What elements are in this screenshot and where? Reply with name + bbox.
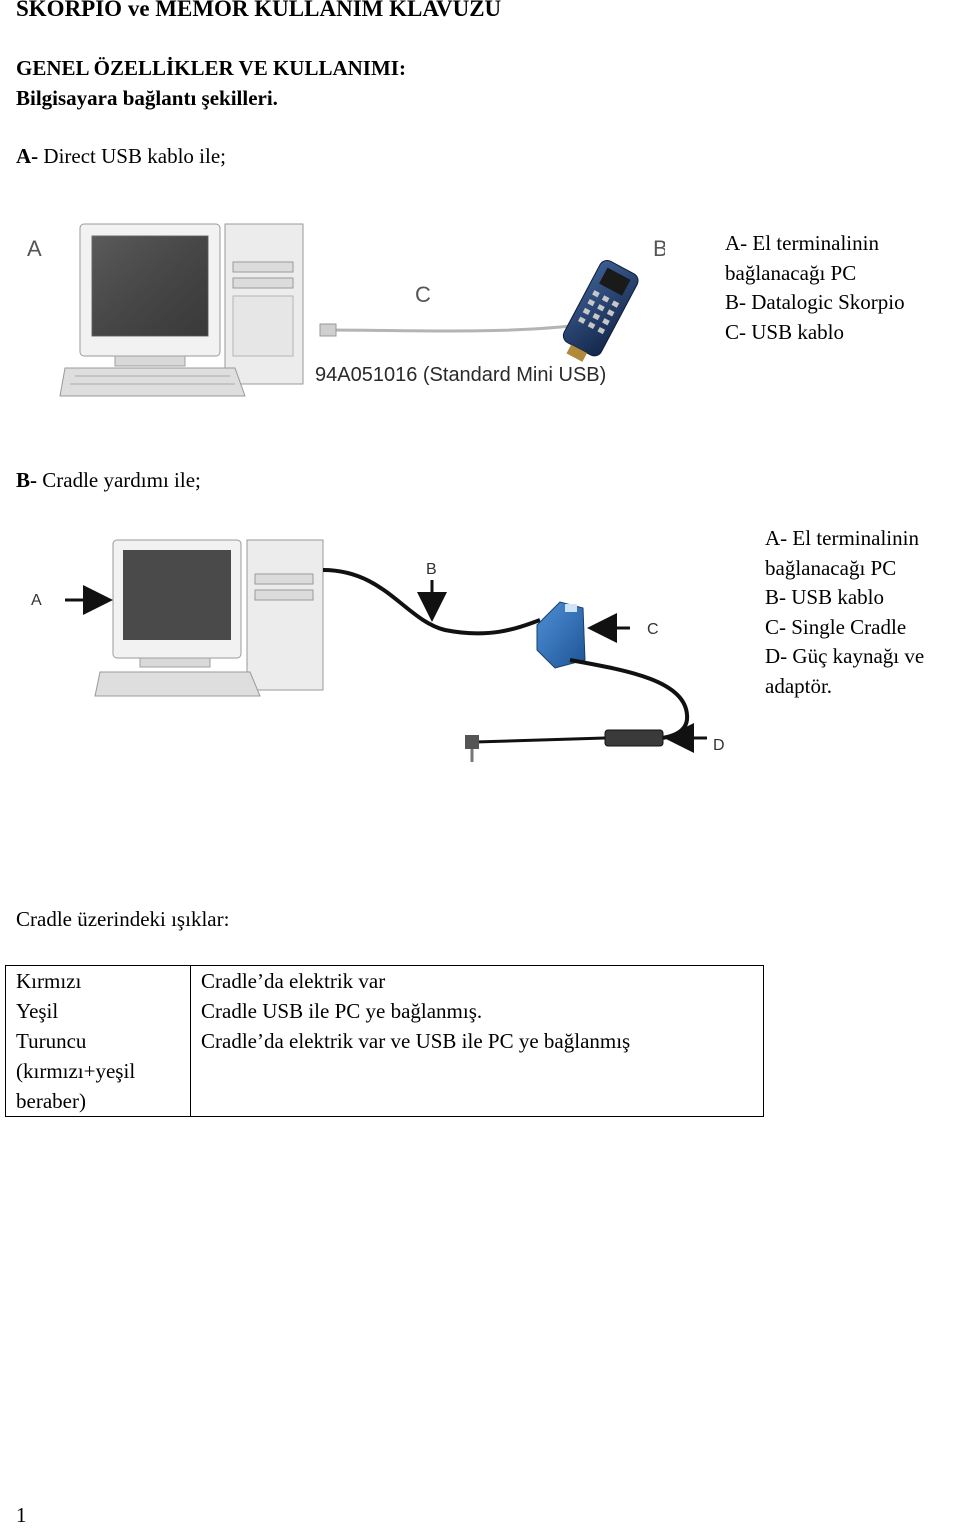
pc-keyboard [59,367,246,397]
table-row: Yeşil Cradle USB ile PC ye bağlanmış. [5,996,764,1026]
legend-b-line: bağlanacağı PC [765,555,897,580]
legend-b-line: D- Güç kaynağı ve [765,644,925,668]
cable-caption: 94A051016 (Standard Mini USB) [315,364,606,386]
light-meaning-cell: Cradle’da elektrik var ve USB ile PC ye … [190,1026,764,1117]
figure-a-label-a: A [27,236,42,261]
lights-heading: Cradle üzerindeki ışıklar: [16,907,230,931]
power-plug [465,735,479,762]
figure-b-label-b: B [426,561,437,578]
figure-a-label-c: C [415,282,431,307]
pc-monitor [79,223,221,367]
legend-a-line: bağlanacağı PC [725,260,857,285]
light-color: Kırmızı [16,969,82,993]
light-color-cell: Yeşil [5,996,191,1026]
usb-cable [324,324,571,333]
figure-b-label-c: C [647,621,659,638]
pc-tower [224,223,304,385]
table-row: Kırmızı Cradle’da elektrik var [5,965,764,996]
figure-direct-usb: A B C 94A051016 (Standard Mini USB) [27,223,665,397]
table-row: Turuncu (kırmızı+yeşil beraber) Cradle’d… [5,1026,764,1117]
legend-b-line: adaptör. [765,673,833,698]
page-number: 1 [16,1503,27,1527]
legend-a-line: C- USB kablo [725,319,845,344]
legend-a-line: B- Datalogic Skorpio [725,290,905,314]
connection-a-text: Direct USB kablo ile; [38,144,226,168]
figure-a-label-b: B [653,236,665,261]
pc-tower [246,539,324,691]
legend-b-line: A- El terminalinin [765,526,919,550]
usb-cable [322,568,541,636]
legend-b-line: C- Single Cradle [765,614,907,639]
connection-b-heading: B- Cradle yardımı ile; [16,468,201,493]
connection-a-prefix: A- [16,144,39,168]
power-cable [569,658,690,741]
skorpio-terminal [562,260,639,362]
section-heading: GENEL ÖZELLİKLER VE KULLANIMI: [16,56,406,80]
light-meaning-cell: Cradle’da elektrik var [190,965,764,996]
light-color: beraber) [16,1089,86,1113]
light-meaning-cell: Cradle USB ile PC ye bağlanmış. [190,996,764,1026]
figure-b-label-d: D [713,737,725,754]
power-adapter [604,729,664,747]
single-cradle [536,601,586,669]
pc-monitor [112,539,242,668]
lights-table: Kırmızı Cradle’da elektrik var Yeşil Cra… [5,965,764,1117]
figure-b-label-a: A [31,592,42,609]
light-color: (kırmızı+yeşil [16,1059,136,1083]
document-title: SKORPIO ve MEMOR KULLANIM KLAVUZU [16,0,502,21]
connection-b-text: Cradle yardımı ile; [37,468,201,492]
light-color-cell: Kırmızı [5,965,191,996]
usb-plug [319,323,337,337]
legend-a: A- El terminalinin bağlanacağı PC B- Dat… [725,229,905,347]
legend-a-line: A- El terminalinin [725,231,879,255]
connection-a-heading: A- Direct USB kablo ile; [16,144,226,169]
section-subheading: Bilgisayara bağlantı şekilleri. [16,86,278,110]
figure-cradle: A B C D [31,539,725,762]
pc-keyboard [94,671,261,697]
legend-b-line: B- USB kablo [765,585,885,609]
light-color: Turuncu [16,1029,87,1053]
legend-b: A- El terminalinin bağlanacağı PC B- USB… [765,524,924,701]
light-color-cell: Turuncu (kırmızı+yeşil beraber) [5,1026,191,1117]
connection-b-prefix: B- [16,468,37,492]
light-color: Yeşil [16,999,59,1023]
